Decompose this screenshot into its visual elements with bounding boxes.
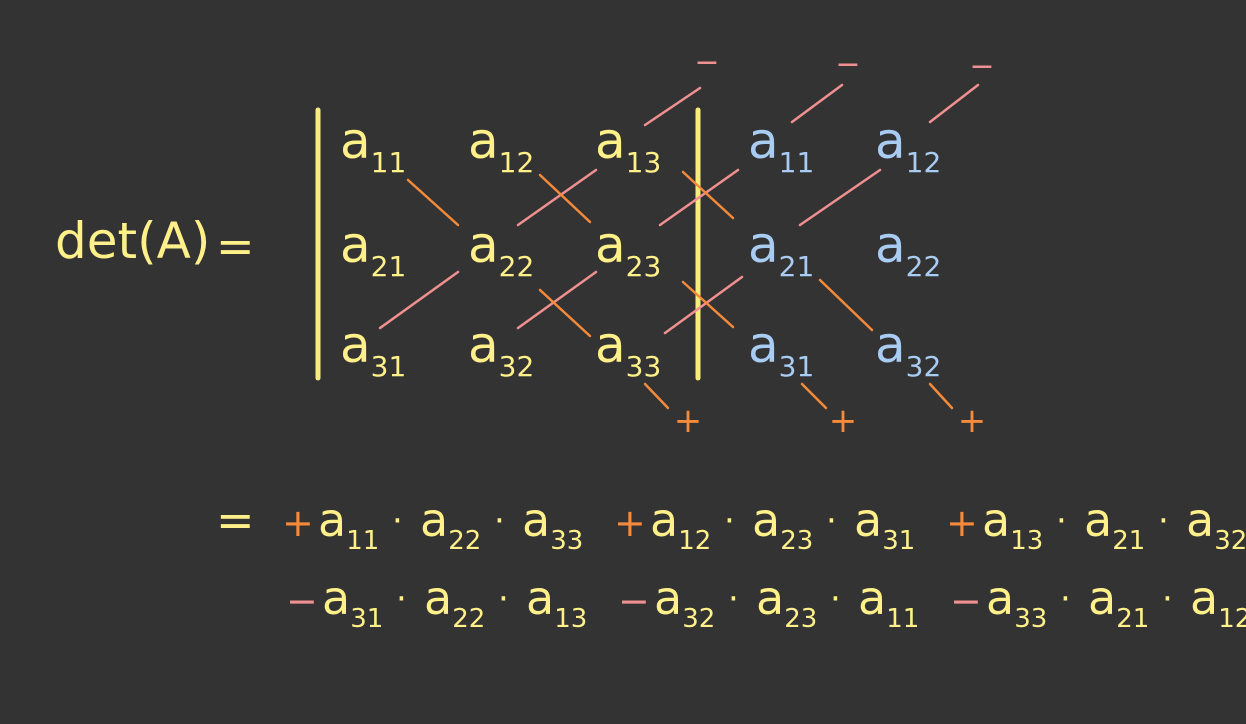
negative-term-dot: · bbox=[498, 579, 509, 619]
positive-term-term-a12: a12 bbox=[650, 493, 711, 556]
matrix-element-a23: a23 bbox=[595, 216, 661, 283]
minus-diagonal-line bbox=[658, 168, 740, 227]
matrix-element-a22: a22 bbox=[468, 216, 534, 283]
matrix-element-a33: a33 bbox=[595, 316, 661, 383]
plus-sign: + bbox=[829, 401, 858, 441]
minus-sign: − bbox=[694, 45, 719, 80]
negative-term-dot: · bbox=[830, 579, 841, 619]
plus-diagonal-line bbox=[538, 173, 592, 224]
negative-term-term-a33: a33 bbox=[986, 571, 1047, 634]
plus-sign: + bbox=[674, 401, 703, 441]
minus-diagonal-line bbox=[643, 86, 702, 127]
positive-term-dot: · bbox=[1158, 501, 1169, 541]
positive-term-term-a23: a23 bbox=[752, 493, 813, 556]
negative-term-term-a31: a31 bbox=[322, 571, 383, 634]
repeated-element-a22: a22 bbox=[875, 216, 941, 283]
negative-term-term-a21: a21 bbox=[1088, 571, 1149, 634]
negative-term-sign: − bbox=[950, 579, 982, 623]
negative-term-dot: · bbox=[1060, 579, 1071, 619]
positive-term-sign: + bbox=[614, 501, 646, 545]
negative-term-sign: − bbox=[286, 579, 318, 623]
negative-term-term-a32: a32 bbox=[654, 571, 715, 634]
positive-term-term-a22: a22 bbox=[420, 493, 481, 556]
negative-term-dot: · bbox=[1162, 579, 1173, 619]
plus-diagonal-line bbox=[800, 382, 828, 410]
negative-term-term-a11: a11 bbox=[858, 571, 919, 634]
positive-term-sign: + bbox=[946, 501, 978, 545]
matrix-element-a21: a21 bbox=[340, 216, 406, 283]
lhs-det-a: det(A) bbox=[55, 212, 210, 270]
matrix-element-a32: a32 bbox=[468, 316, 534, 383]
matrix-element-a31: a31 bbox=[340, 316, 406, 383]
plus-diagonal-line bbox=[643, 382, 670, 410]
positive-term-dot: · bbox=[494, 501, 505, 541]
positive-term-dot: · bbox=[392, 501, 403, 541]
minus-diagonal-line bbox=[790, 83, 844, 124]
repeated-element-a11: a11 bbox=[748, 112, 814, 179]
negative-term-dot: · bbox=[396, 579, 407, 619]
minus-diagonal-line bbox=[378, 270, 460, 330]
minus-diagonal-line bbox=[663, 275, 744, 335]
plus-diagonal-line bbox=[538, 288, 592, 338]
positive-term-term-a21: a21 bbox=[1084, 493, 1145, 556]
positive-term-dot: · bbox=[826, 501, 837, 541]
plus-sign: + bbox=[958, 401, 987, 441]
matrix-element-a12: a12 bbox=[468, 112, 534, 179]
negative-term-dot: · bbox=[728, 579, 739, 619]
negative-term-term-a23: a23 bbox=[756, 571, 817, 634]
positive-term-term-a31: a31 bbox=[854, 493, 915, 556]
repeated-element-a21: a21 bbox=[748, 216, 814, 283]
positive-term-term-a13: a13 bbox=[982, 493, 1043, 556]
plus-diagonal-line bbox=[406, 178, 460, 227]
plus-diagonal-line bbox=[681, 170, 735, 220]
matrix-cells: a11 a12 a13 a21 a22 a23 a31 a32 a33 a11 a12 a21 a22 a… bbox=[340, 112, 941, 383]
repeated-element-a31: a31 bbox=[748, 316, 814, 383]
plus-diagonal-line bbox=[818, 278, 874, 332]
positive-term-term-a11: a11 bbox=[318, 493, 379, 556]
minus-diagonal-line bbox=[516, 168, 598, 227]
positive-term-term-a33: a33 bbox=[522, 493, 583, 556]
minus-diagonal-line bbox=[798, 168, 882, 227]
repeated-element-a32: a32 bbox=[875, 316, 941, 383]
minus-diagonal-line bbox=[516, 270, 598, 330]
positive-term-dot: · bbox=[724, 501, 735, 541]
equals-sign: = bbox=[216, 219, 255, 273]
minus-sign: − bbox=[969, 49, 994, 84]
minus-diagonal-line bbox=[928, 83, 980, 124]
repeated-element-a12: a12 bbox=[875, 112, 941, 179]
positive-term-dot: · bbox=[1056, 501, 1067, 541]
diagonal-lines bbox=[378, 83, 980, 410]
positive-term-term-a32: a32 bbox=[1186, 493, 1246, 556]
negative-term-term-a22: a22 bbox=[424, 571, 485, 634]
matrix-element-a13: a13 bbox=[595, 112, 661, 179]
expansion-formula: =+a11·a22·a33+a12·a23·a31+a13·a21·a32−a3… bbox=[216, 493, 1246, 634]
negative-term-term-a12: a12 bbox=[1190, 571, 1246, 634]
negative-term-term-a13: a13 bbox=[526, 571, 587, 634]
positive-term-sign: + bbox=[282, 501, 314, 545]
plus-diagonal-line bbox=[928, 382, 954, 410]
diagonal-signs: − − − + + + bbox=[674, 45, 995, 441]
negative-term-sign: − bbox=[618, 579, 650, 623]
plus-diagonal-line bbox=[681, 280, 735, 329]
matrix-element-a11: a11 bbox=[340, 112, 406, 179]
expansion-equals-sign: = bbox=[216, 493, 255, 547]
minus-sign: − bbox=[835, 47, 860, 82]
